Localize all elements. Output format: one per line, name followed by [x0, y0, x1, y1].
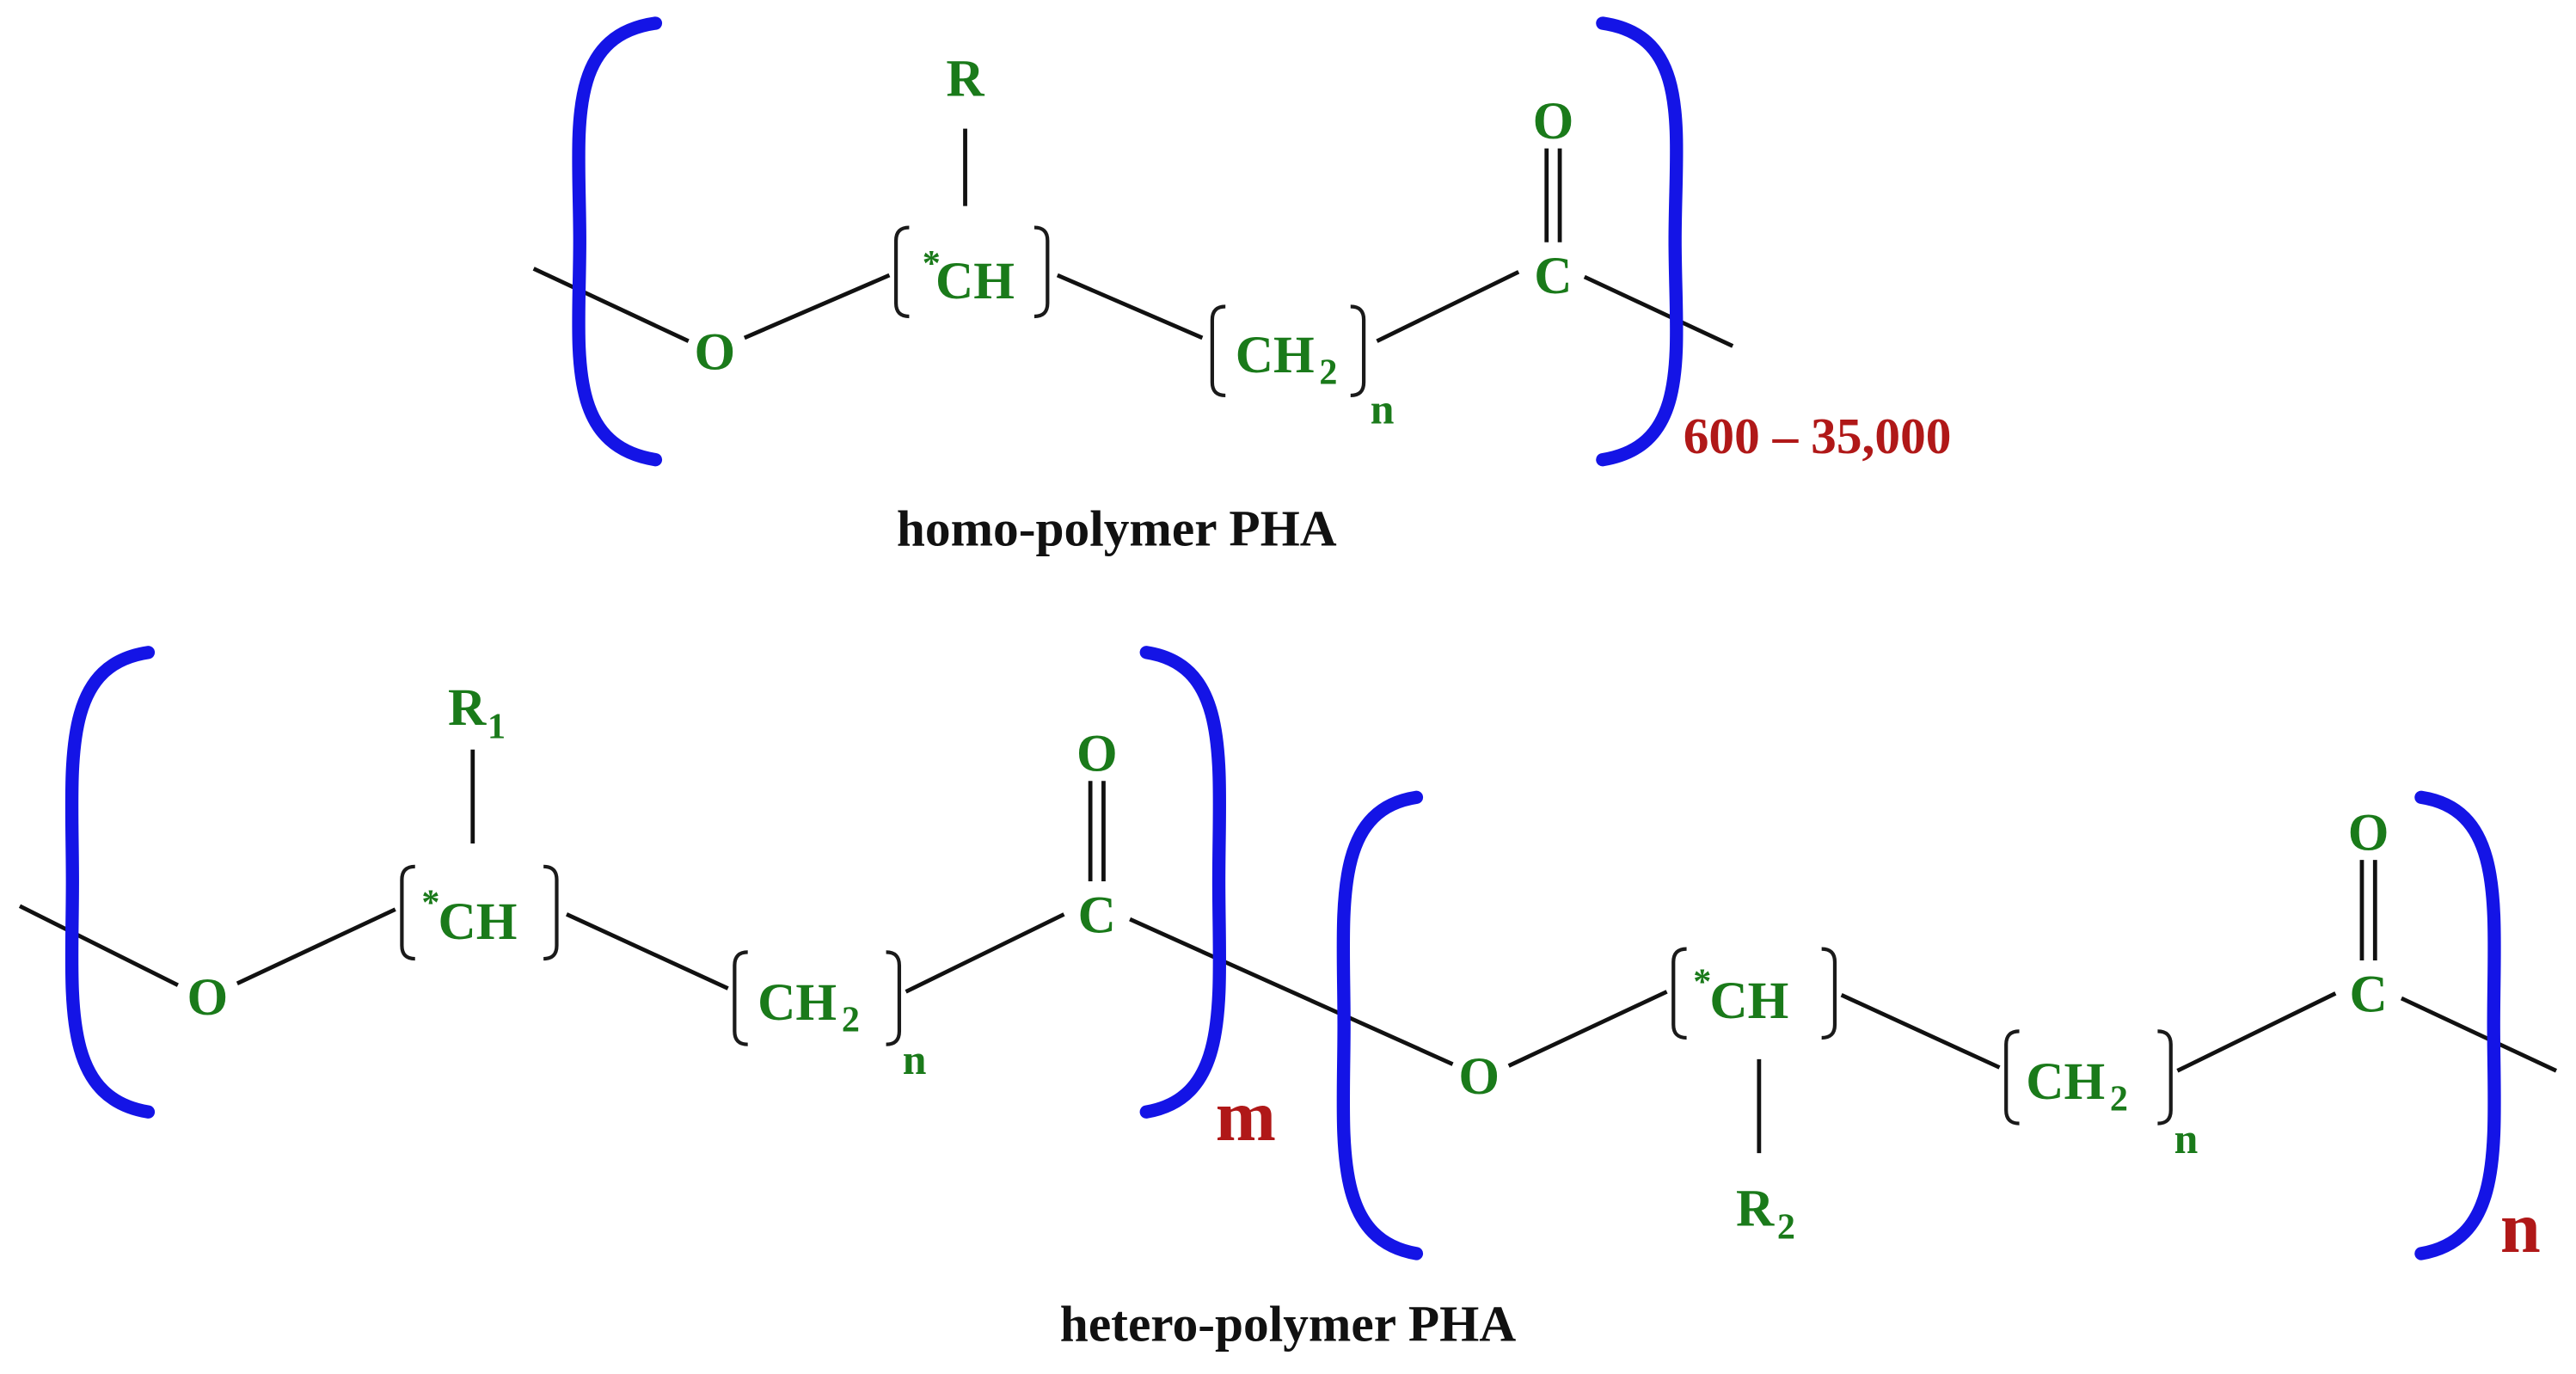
paren-ch-left: [893, 225, 910, 319]
bond-u1-end-left: [18, 904, 179, 987]
paren-u2-ch2-left: [2004, 1029, 2020, 1126]
u2-r-subscript: 2: [1777, 1207, 1795, 1248]
paren-ch2-left: [1210, 304, 1226, 398]
paren-u1-ch2-left: [733, 950, 748, 1046]
homo-repeat-count: 600 – 35,000: [1684, 408, 1952, 464]
bond-u1-u2-link: [1129, 917, 1454, 1066]
bond-u2-ch2-c: [2176, 991, 2337, 1073]
u1-carbonyl-o-label: O: [1076, 725, 1118, 783]
u2-c-label: C: [2350, 965, 2388, 1023]
u1-r-label: R: [448, 678, 487, 737]
u2-r-label: R: [1736, 1179, 1775, 1237]
homo-n-subscript: n: [1371, 386, 1395, 433]
u1-chiral-star: *: [421, 882, 439, 923]
paren-u1-ch-right: [543, 864, 559, 961]
homo-bracket-left: [572, 16, 663, 467]
u1-bracket-left: [64, 646, 156, 1119]
u1-r-subscript: 1: [488, 706, 506, 746]
bond-u1-ch2-c: [905, 912, 1065, 994]
paren-ch-right: [1033, 225, 1050, 319]
bond-ch-ch2: [1056, 273, 1204, 340]
bond-o-ch: [743, 273, 891, 340]
hetero-caption: hetero-polymer PHA: [1060, 1295, 1517, 1352]
u1-ch-label: CH: [439, 892, 518, 951]
bond-u1-ch-ch2: [565, 912, 729, 991]
paren-u1-ch-left: [400, 864, 415, 961]
u1-ch2-label: CH: [757, 973, 837, 1032]
u2-bracket-right: [2414, 790, 2501, 1261]
homo-c-label: C: [1534, 247, 1572, 305]
paren-u1-ch2-right: [886, 950, 902, 1046]
u2-o-label: O: [1458, 1047, 1500, 1106]
homo-caption: homo-polymer PHA: [897, 500, 1337, 556]
homo-ch-label: CH: [935, 252, 1015, 310]
u1-c-label: C: [1078, 886, 1116, 944]
u2-chiral-star: *: [1693, 961, 1711, 1002]
homo-ch2-subscript: 2: [1319, 353, 1337, 393]
u1-o-label: O: [187, 968, 229, 1027]
homo-o-label: O: [695, 322, 736, 381]
bond-u2-end-right: [2400, 996, 2558, 1073]
bond-u2-o-ch: [1507, 990, 1668, 1068]
u2-bracket-left: [1336, 790, 1424, 1261]
bond-end-left: [532, 267, 690, 343]
homo-carbonyl-o-label: O: [1533, 92, 1574, 150]
homo-bracket-right: [1596, 16, 1684, 467]
u2-n-subscript: n: [2174, 1115, 2199, 1162]
u2-ch2-subscript: 2: [2110, 1078, 2128, 1119]
paren-u2-ch2-right: [2157, 1029, 2173, 1126]
hetero-polymer-structure: R 1 O * CH CH 2 n C O m O * CH R 2 CH 2: [18, 646, 2558, 1268]
bond-u2-ch-ch2: [1840, 993, 2001, 1070]
u2-carbonyl-o-label: O: [2348, 804, 2389, 862]
bond-u1-o-ch: [236, 907, 396, 985]
u1-bracket-right: [1139, 646, 1227, 1119]
homo-r-label: R: [946, 49, 984, 107]
u2-ch-label: CH: [1709, 972, 1788, 1030]
homo-polymer-structure: R O * CH CH 2 n C O 600 – 35,000: [532, 16, 1952, 467]
u1-ch2-subscript: 2: [842, 999, 860, 1040]
paren-u2-ch-right: [1821, 947, 1837, 1040]
u1-n-subscript: n: [903, 1036, 927, 1083]
bond-ch2-c: [1376, 270, 1520, 343]
paren-u2-ch-left: [1671, 947, 1687, 1040]
homo-chiral-star: *: [923, 243, 941, 284]
bond-end-right: [1583, 274, 1734, 348]
u1-repeat-m: m: [1216, 1077, 1276, 1156]
paren-ch2-right: [1350, 304, 1366, 398]
u2-ch2-label: CH: [2026, 1052, 2105, 1111]
u2-repeat-n: n: [2500, 1188, 2541, 1268]
homo-ch2-label: CH: [1236, 326, 1315, 384]
